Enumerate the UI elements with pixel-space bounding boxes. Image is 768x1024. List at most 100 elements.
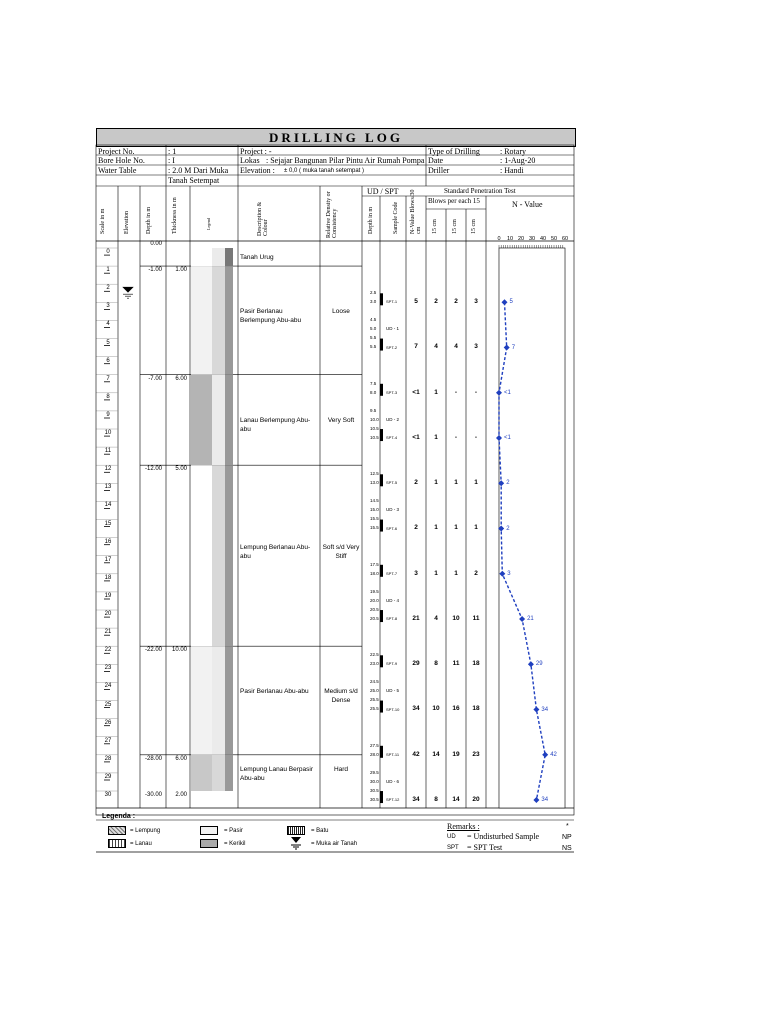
spt-blow-2: 1 <box>454 479 458 487</box>
spt-blow-2: 14 <box>452 795 460 803</box>
ud-depth: 25.0 <box>370 688 379 694</box>
chart-x-tick: 50 <box>550 236 558 243</box>
ud-code: UD - 5 <box>386 688 400 694</box>
driller-value: : Handi <box>500 166 524 175</box>
ud-code: UD - 4 <box>386 597 400 603</box>
scale-label: 21 <box>104 629 112 636</box>
lokas-label: Lokas <box>240 156 260 165</box>
legend-lempung: = Lempung <box>130 828 161 834</box>
spt-bar <box>380 700 383 713</box>
spt-depth: 13.0 <box>370 480 379 486</box>
scale-label: 22 <box>104 647 112 654</box>
scale-label: 20 <box>104 611 112 617</box>
layer-density: Medium s/d Dense <box>324 688 358 705</box>
nvalue-point <box>503 344 510 351</box>
layer-density: Very Soft <box>327 416 355 424</box>
spt-depth-top: 15.5 <box>370 516 379 522</box>
nvalue-series-line <box>498 302 546 801</box>
spt-depth-top: 30.5 <box>370 787 379 793</box>
spt-depth-top: 5.5 <box>370 335 377 341</box>
col-15cm-1: 15 cm <box>432 219 438 234</box>
nvalue-point <box>527 661 534 668</box>
lempung-swatch <box>108 826 126 835</box>
ud-depth: 30.0 <box>370 778 379 784</box>
spt-blow-2: 1 <box>454 524 458 532</box>
col-nvalue: N-Value Blows/30 cm <box>410 189 422 235</box>
elevation-value: ± 0,0 ( muka tanah setempat ) <box>284 168 364 174</box>
spt-depth-top: 22.5 <box>370 652 379 658</box>
layer-description: Lempung Lanau Berpasir Abu-abu <box>240 766 313 783</box>
spt-nvalue: 42 <box>412 750 420 758</box>
ud-depth: 20.0 <box>370 597 379 603</box>
date-label: Date <box>428 156 444 165</box>
scale-label: 2 <box>106 285 110 292</box>
legend-fill-b-5 <box>212 754 225 791</box>
scale-label: 27 <box>104 737 112 744</box>
driller-label: Driller <box>428 166 450 175</box>
legend-fill-b-2 <box>212 374 225 466</box>
col-blows: Blows per each 15 cm <box>428 197 480 207</box>
remarks-star: * <box>566 823 569 830</box>
spt-depth: 5.5 <box>370 344 377 350</box>
spt-code: SPT-3 <box>386 389 398 395</box>
nvalue-point-label: 42 <box>550 751 557 758</box>
spt-code: SPT-1 <box>386 299 398 305</box>
spt-depth-top: 7.5 <box>370 380 377 386</box>
spt-bar <box>380 564 383 577</box>
water-table-icon <box>291 837 301 850</box>
spt-depth-top: 27.5 <box>370 742 379 748</box>
legend-fill-b-3 <box>212 465 225 647</box>
scale-label: 3 <box>106 303 110 310</box>
depth-label: -12.00 <box>144 466 162 473</box>
col-15cm-2: 15 cm <box>452 219 458 234</box>
spt-nvalue: 2 <box>414 479 418 487</box>
spt-code: SPT-5 <box>386 480 398 486</box>
scale-label: 24 <box>104 683 112 690</box>
layer-density: Hard <box>333 766 349 774</box>
remarks-spt: SPT <box>447 845 459 851</box>
project-no-label: Project No. <box>98 147 135 156</box>
spt-blow-1: 1 <box>434 524 438 532</box>
legend-fill-c-3 <box>225 465 233 647</box>
scale-label: 19 <box>104 592 112 599</box>
spt-blow-3: - <box>474 388 478 396</box>
spt-depth: 28.0 <box>370 751 379 757</box>
spt-depth: 23.0 <box>370 661 379 667</box>
spt-bar <box>380 519 383 532</box>
legend-fill-c-0 <box>225 248 233 267</box>
spt-blow-2: 1 <box>454 569 458 577</box>
scale-label: 7 <box>106 375 110 382</box>
scale-label: 15 <box>104 520 112 527</box>
scale-label: 11 <box>104 448 112 455</box>
water-table-note: Tanah Setempat <box>168 176 220 185</box>
nvalue-point <box>499 570 506 577</box>
spt-depth: 30.5 <box>370 796 379 802</box>
spt-blow-3: - <box>474 433 478 441</box>
remarks-ns: NS <box>562 845 572 852</box>
scale-label: 29 <box>104 773 112 780</box>
water-table-value: : 2.0 M Dari Muka <box>168 166 229 175</box>
col-sample-code: Sample Code <box>393 201 399 234</box>
page-title: DRILLING LOG <box>269 130 403 145</box>
nvalue-point <box>501 299 508 306</box>
legend-fill-5 <box>191 754 212 791</box>
spt-blow-1: 1 <box>434 569 438 577</box>
spt-bar <box>380 791 383 804</box>
spt-depth: 15.5 <box>370 525 379 531</box>
depth-label: -30.00 <box>144 792 162 798</box>
remarks-ud-text: = Undisturbed Sample <box>467 832 540 841</box>
depth-label: 0.00 <box>150 241 162 247</box>
spt-depth: 8.0 <box>370 389 377 395</box>
layer-density: Soft s/d Very Stiff <box>322 543 360 560</box>
scale-label: 26 <box>104 719 112 726</box>
spt-blow-1: 4 <box>434 614 438 622</box>
spt-code: SPT-6 <box>386 525 398 531</box>
spt-blow-3: 3 <box>474 343 478 351</box>
nvalue-point-label: 34 <box>541 706 549 713</box>
ud-depth: 15.0 <box>370 507 379 513</box>
type-label: Type of Drilling <box>428 147 480 156</box>
ud-depth: 5.0 <box>370 326 377 332</box>
spt-depth: 25.5 <box>370 706 379 712</box>
batu-swatch <box>287 826 305 835</box>
spt-bar <box>380 655 383 668</box>
